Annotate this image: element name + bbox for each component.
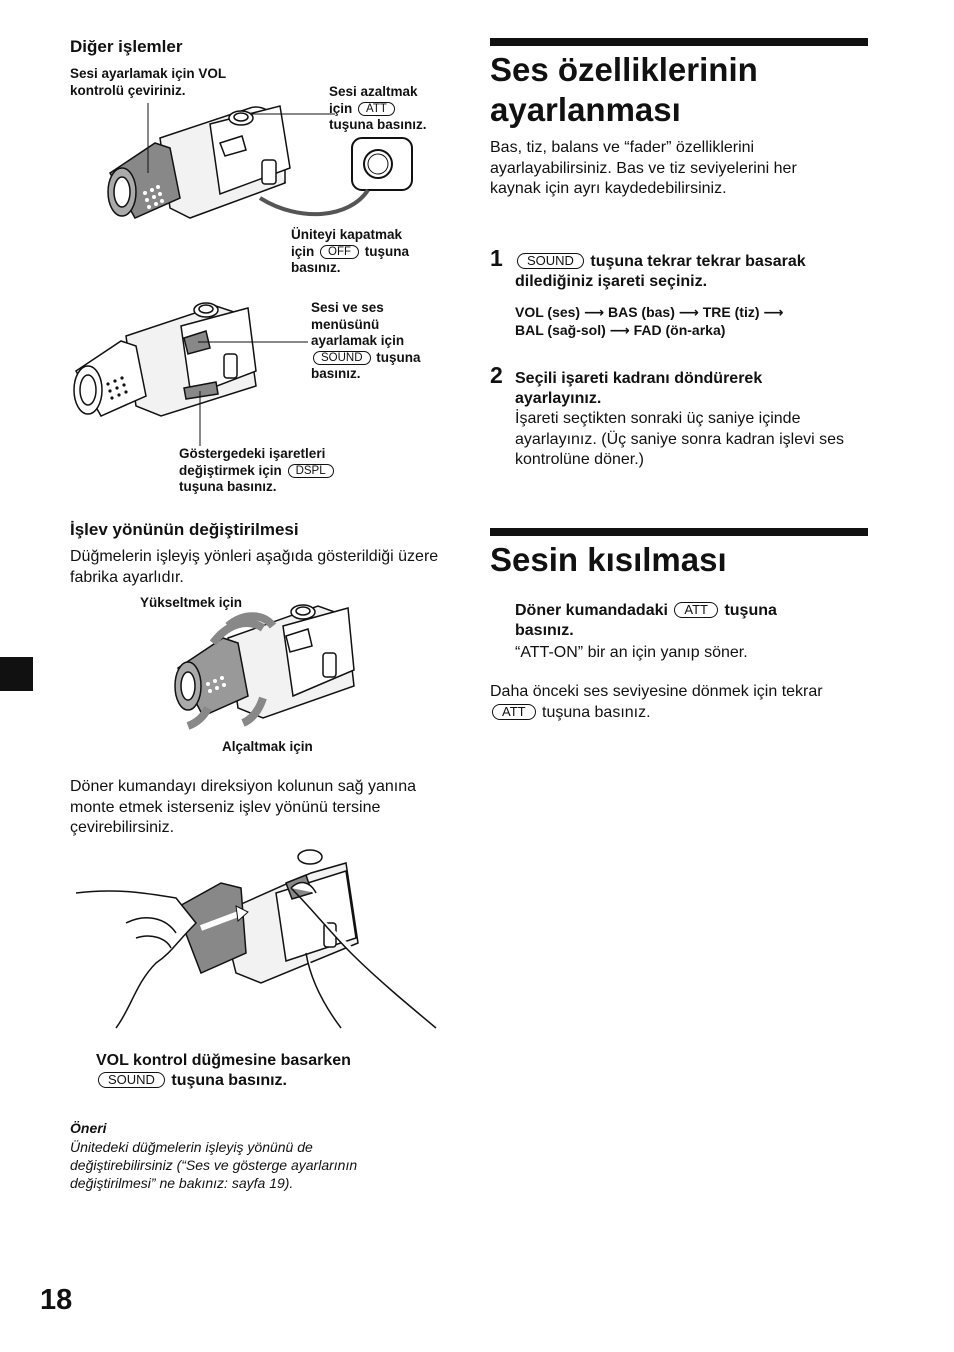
mute-text-b: tuşuna — [724, 602, 777, 619]
tip-text: Ünitedeki düğmelerin işleyiş yönünü de d… — [70, 1139, 358, 1191]
page-number: 18 — [40, 1284, 73, 1316]
label-sound-line4: tuşuna — [376, 349, 421, 365]
label-off-line4: basınız. — [291, 260, 341, 275]
att-button-icon-2: ATT — [674, 602, 718, 618]
label-dspl: Göstergedeki işaretleri değiştirmek için… — [179, 446, 389, 496]
section-title-sesin-kisilmasi: Sesin kısılması — [490, 541, 727, 578]
sound-sequence: VOL (ses) ⟶ BAS (bas) ⟶ TRE (tiz) ⟶ BAL … — [515, 304, 865, 339]
label-sound-line3: ayarlamak için — [311, 333, 405, 348]
vol-instruction-line2: tuşuna basınız. — [171, 1072, 287, 1089]
islev-heading: İşlev yönünün değiştirilmesi — [70, 520, 299, 539]
att-button-icon: ATT — [358, 101, 395, 116]
section-rule-2 — [490, 528, 868, 536]
section-rule-1 — [490, 38, 868, 46]
att-button-icon-3: ATT — [492, 703, 536, 720]
arrow-right-icon: ⟶ — [678, 304, 699, 320]
restore-text: Daha önceki ses seviyesine dönmek için t… — [490, 682, 875, 723]
sound-button-icon-2: SOUND — [98, 1072, 165, 1088]
intro-text: Bas, tiz, balans ve “fader” özelliklerin… — [490, 139, 797, 197]
label-att-line1: Sesi azaltmak — [329, 84, 418, 99]
label-down: Alçaltmak için — [222, 739, 313, 754]
label-dspl-line1: Göstergedeki işaretleri — [179, 446, 326, 461]
label-att-line3: tuşuna basınız. — [329, 117, 427, 132]
vol-instruction: VOL kontrol düğmesine basarken SOUND tuş… — [96, 1051, 436, 1091]
reverse-text: Döner kumandayı direksiyon kolunun sağ y… — [70, 778, 416, 836]
seq-item-5: FAD (ön-arka) — [633, 321, 726, 338]
hand-pressing-figure — [75, 849, 437, 1029]
step2-number: 2 — [490, 362, 503, 388]
rotary-commander-figure-1 — [107, 103, 413, 219]
step1-text: SOUND tuşuna tekrar tekrar basarak diled… — [515, 252, 865, 292]
seq-item-2: BAS (bas) — [607, 304, 675, 320]
label-sound: Sesi ve ses menüsünü ayarlamak için SOUN… — [311, 300, 461, 383]
off-button-icon: OFF — [320, 244, 360, 259]
mute-text-a: Döner kumandadaki — [515, 602, 668, 619]
label-off-line3: tuşuna — [364, 243, 410, 259]
restore-text-a: Daha önceki ses seviyesine dönmek için t… — [490, 683, 823, 700]
sound-button-icon-3: SOUND — [517, 253, 584, 269]
label-vol-turn: Sesi ayarlamak için VOL kontrolü çevirin… — [70, 66, 226, 98]
label-sound-line5: basınız. — [311, 366, 361, 381]
label-dspl-line3: tuşuna basınız. — [179, 479, 277, 494]
mute-text-c: basınız. — [515, 622, 574, 639]
arrow-right-icon: ⟶ — [763, 304, 784, 320]
mute-instruction: Döner kumandadaki ATT tuşuna basınız. — [515, 601, 865, 641]
rotary-commander-figure-2 — [73, 302, 308, 446]
restore-text-b: tuşuna basınız. — [542, 703, 651, 721]
step1-number: 1 — [490, 245, 503, 271]
mute-result-text: “ATT-ON” bir an için yanıp söner. — [515, 644, 748, 661]
arrow-right-icon: ⟶ — [609, 321, 630, 338]
vol-instruction-line1: VOL kontrol düğmesine basarken — [96, 1052, 351, 1069]
tip-title: Öneri — [70, 1120, 107, 1136]
label-att: Sesi azaltmak için ATT tuşuna basınız. — [329, 84, 459, 134]
label-off-line1: Üniteyi kapatmak — [291, 227, 403, 242]
label-off: Üniteyi kapatmak için OFF tuşuna basınız… — [291, 227, 441, 277]
arrow-right-icon: ⟶ — [584, 304, 605, 320]
label-att-line2: için — [329, 100, 353, 116]
seq-item-1: VOL (ses) — [515, 304, 581, 320]
rotation-direction-figure — [174, 604, 355, 730]
section-title-ses-ozellikleri: Ses özelliklerinin ayarlanması — [490, 50, 868, 130]
label-up: Yükseltmek için — [140, 595, 243, 610]
step2-bold: Seçili işareti kadranı döndürerek ayarla… — [515, 370, 763, 407]
dspl-button-icon: DSPL — [287, 463, 334, 478]
section-tab-marker — [0, 657, 33, 691]
sound-button-icon: SOUND — [313, 350, 371, 365]
islev-text: Düğmelerin işleyiş yönleri aşağıda göste… — [70, 548, 439, 586]
title1-line1: Ses özelliklerinin — [490, 51, 758, 88]
label-sound-line1: Sesi ve ses — [311, 300, 384, 315]
seq-item-3: TRE (tiz) — [702, 304, 760, 320]
step2-text: İşareti seçtikten sonraki üç saniye için… — [515, 410, 845, 468]
seq-item-4: BAL (sağ-sol) — [515, 321, 606, 338]
label-off-line2: için — [291, 243, 315, 259]
step1-text-b: dilediğiniz işareti seçiniz. — [515, 273, 708, 290]
diger-heading: Diğer işlemler — [70, 37, 183, 56]
title1-line2: ayarlanması — [490, 91, 681, 128]
label-sound-line2: menüsünü — [311, 316, 380, 332]
label-dspl-line2: değiştirmek için — [179, 462, 282, 478]
step1-text-a: tuşuna tekrar tekrar basarak — [590, 253, 806, 270]
